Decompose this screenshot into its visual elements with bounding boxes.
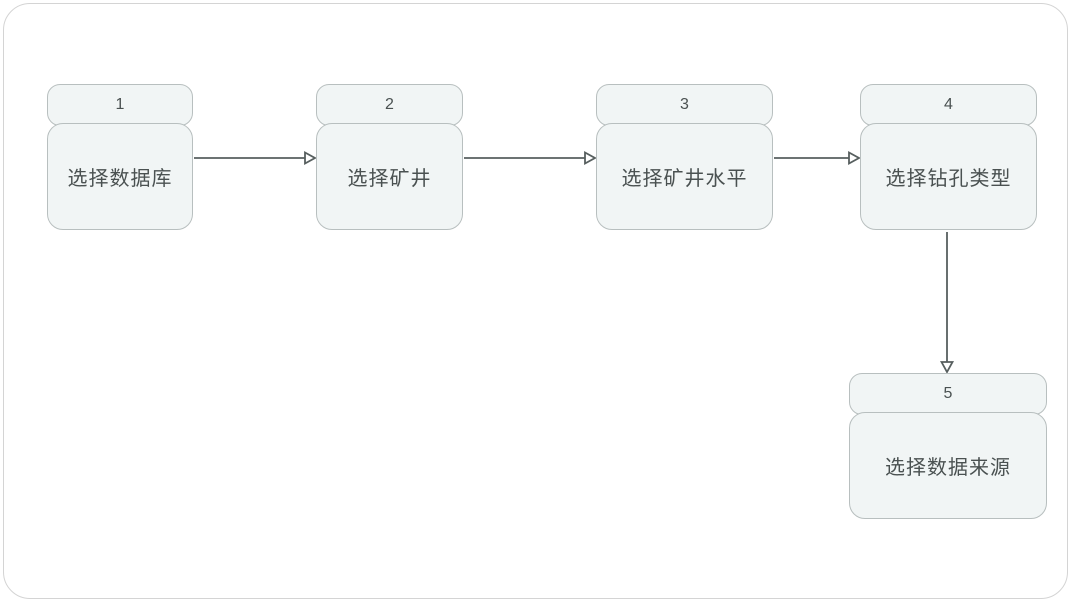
step-2-number: 2 bbox=[385, 96, 394, 113]
step-1-number-tab: 1 bbox=[47, 84, 193, 126]
step-5-number: 5 bbox=[943, 385, 953, 402]
step-3-number-tab: 3 bbox=[596, 84, 773, 126]
step-node-2: 2 选择矿井 bbox=[316, 84, 463, 230]
step-node-5: 5 选择数据来源 bbox=[849, 373, 1047, 519]
step-1-label-box: 选择数据库 bbox=[47, 123, 193, 230]
arrow-step4-step5 bbox=[939, 232, 955, 374]
arrow-step3-step4 bbox=[774, 150, 861, 166]
step-node-1: 1 选择数据库 bbox=[47, 84, 193, 230]
step-4-number-tab: 4 bbox=[860, 84, 1037, 126]
step-3-label: 选择矿井水平 bbox=[621, 168, 748, 190]
step-1-number: 1 bbox=[115, 96, 125, 113]
step-2-label-box: 选择矿井 bbox=[316, 123, 463, 230]
step-4-label-box: 选择钻孔类型 bbox=[860, 123, 1037, 230]
step-2-number-tab: 2 bbox=[316, 84, 463, 126]
step-3-label-box: 选择矿井水平 bbox=[596, 123, 773, 230]
arrow-step2-step3 bbox=[464, 150, 597, 166]
step-4-label: 选择钻孔类型 bbox=[885, 168, 1012, 190]
step-node-4: 4 选择钻孔类型 bbox=[860, 84, 1037, 230]
step-5-label: 选择数据来源 bbox=[885, 457, 1011, 479]
step-2-label: 选择矿井 bbox=[347, 168, 432, 190]
step-3-number: 3 bbox=[680, 96, 689, 113]
step-5-number-tab: 5 bbox=[849, 373, 1047, 415]
step-1-label: 选择数据库 bbox=[67, 168, 173, 190]
step-4-number: 4 bbox=[944, 96, 953, 113]
arrow-step1-step2 bbox=[194, 150, 317, 166]
step-5-label-box: 选择数据来源 bbox=[849, 412, 1047, 519]
step-node-3: 3 选择矿井水平 bbox=[596, 84, 773, 230]
